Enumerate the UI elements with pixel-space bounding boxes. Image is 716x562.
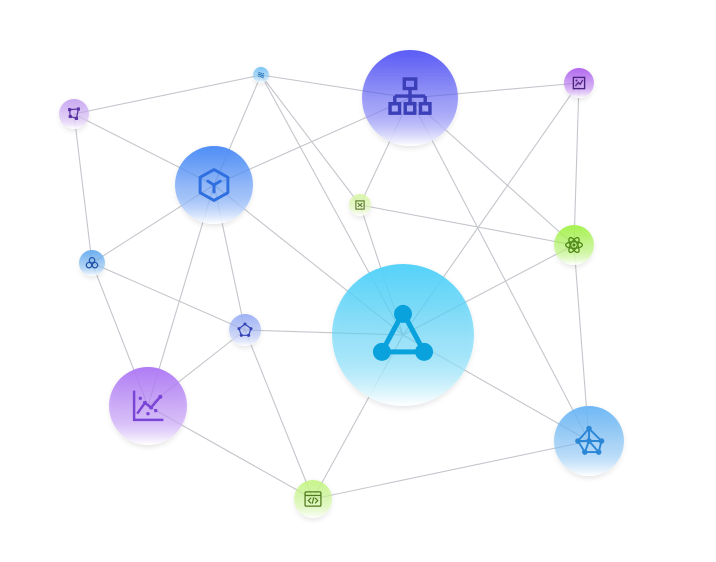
code-window-icon xyxy=(304,491,322,507)
edge-photo-frame-atom xyxy=(573,82,580,246)
graph-network-icon xyxy=(575,425,605,455)
node-atom[interactable] xyxy=(554,225,594,265)
node-line-chart[interactable] xyxy=(109,367,187,445)
node-molecule[interactable] xyxy=(79,250,105,276)
node-photo-frame[interactable] xyxy=(564,68,594,98)
node-code-window[interactable] xyxy=(294,480,332,518)
image-square-icon xyxy=(355,200,365,210)
edge-vector-shape-molecule xyxy=(73,113,93,264)
node-pentagon[interactable] xyxy=(229,314,261,346)
vector-shape-icon xyxy=(68,107,80,120)
nodes-layer xyxy=(59,50,624,518)
edge-molecule-pentagon xyxy=(91,262,246,331)
node-circle-pentagon xyxy=(229,314,261,346)
node-circle-triangle-nodes xyxy=(332,264,474,406)
photo-frame-icon xyxy=(572,76,586,90)
edge-waves-vector-shape xyxy=(73,74,262,115)
node-circle-vector-shape xyxy=(59,99,89,129)
molecule-icon xyxy=(85,256,99,269)
pentagon-icon xyxy=(237,322,253,337)
edge-pentagon-code-window xyxy=(244,329,314,500)
edge-org-chart-graph-network xyxy=(409,97,590,442)
atom-icon xyxy=(565,236,584,254)
triangle-nodes-icon xyxy=(372,304,434,361)
edge-waves-image-square xyxy=(260,74,361,206)
node-image-square[interactable] xyxy=(349,194,371,216)
edge-image-square-atom xyxy=(359,204,575,246)
node-org-chart[interactable] xyxy=(362,50,458,146)
node-triangle-nodes[interactable] xyxy=(332,264,474,406)
cube-icon xyxy=(198,168,230,202)
edge-code-window-graph-network xyxy=(312,440,590,500)
node-vector-shape[interactable] xyxy=(59,99,89,129)
line-chart-icon xyxy=(132,390,164,422)
node-graph-network[interactable] xyxy=(554,406,624,476)
node-waves[interactable] xyxy=(253,67,269,83)
waves-icon xyxy=(257,72,265,78)
node-cube[interactable] xyxy=(175,146,253,224)
org-chart-icon xyxy=(388,77,432,115)
